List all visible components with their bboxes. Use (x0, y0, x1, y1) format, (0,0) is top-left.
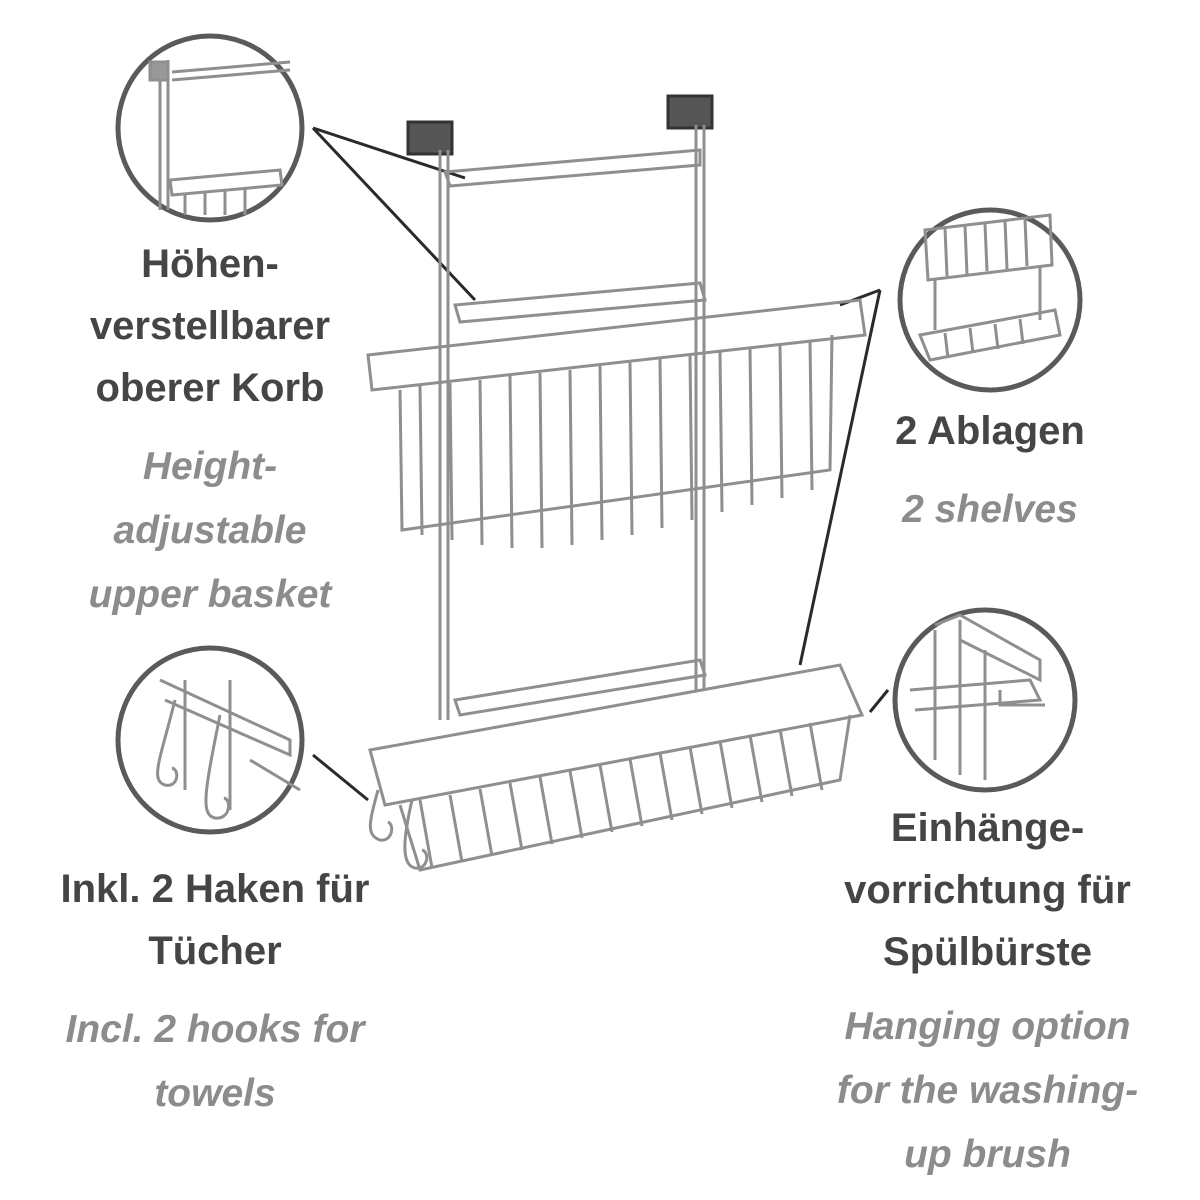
label-height-en: Height- adjustable upper basket (40, 435, 380, 627)
label-height-de-line-3: oberer Korb (95, 366, 325, 410)
label-hooks-de-line-1: Inkl. 2 Haken für (60, 867, 370, 911)
label-height-de-line-1: Höhen- (141, 242, 279, 286)
label-shelves-en: 2 shelves (860, 478, 1120, 542)
label-brush-en-line-3: up brush (904, 1133, 1071, 1176)
door-hook-left-icon (406, 120, 454, 156)
towel-hook-1-icon (368, 789, 394, 842)
detail-circle-hooks (115, 645, 305, 835)
label-hooks-de-line-2: Tücher (148, 929, 282, 973)
label-brush-de-line-2: vorrichtung für (844, 868, 1131, 912)
label-hooks-en-line-1: Incl. 2 hooks for (65, 1008, 365, 1051)
label-hooks-en-line-2: towels (154, 1072, 276, 1115)
pointer-line-shelves-2 (798, 289, 882, 666)
label-hooks-de: Inkl. 2 Haken für Tücher (20, 858, 410, 982)
label-height-en-line-3: upper basket (88, 573, 332, 616)
towel-hook-2-icon (403, 799, 429, 870)
label-shelves-de-line-1: 2 Ablagen (895, 409, 1085, 453)
label-brush-en-line-2: for the washing- (836, 1069, 1139, 1112)
rack (366, 94, 867, 872)
label-brush-en-line-1: Hanging option (844, 1005, 1131, 1048)
hooks-detail-icon (156, 678, 301, 820)
label-shelves-en-line-1: 2 shelves (902, 488, 1078, 531)
shelves-detail-icon (917, 213, 1062, 362)
label-height-de-line-2: verstellbarer (89, 304, 331, 348)
detail-circle-shelves (897, 207, 1083, 393)
label-brush-en: Hanging option for the washing- up brush (810, 995, 1165, 1187)
upper-basket-wires (418, 339, 814, 549)
pointer-line-hooks (312, 753, 369, 802)
brush-detail-icon (909, 613, 1045, 780)
lower-basket-wires (418, 722, 824, 869)
label-height-en-line-1: Height- (142, 445, 278, 488)
label-brush-de: Einhänge- vorrichtung für Spülbürste (820, 797, 1155, 983)
label-height-en-line-2: adjustable (113, 509, 307, 552)
label-shelves-de: 2 Ablagen (860, 400, 1120, 462)
door-hook-right-icon (666, 94, 714, 130)
label-brush-de-line-1: Einhänge- (890, 806, 1085, 850)
label-brush-de-line-3: Spülbürste (883, 930, 1092, 974)
detail-circle-height (115, 33, 305, 223)
label-height-de: Höhen- verstellbarer oberer Korb (40, 233, 380, 419)
pointer-line-brush (868, 689, 890, 713)
height-detail-icon (148, 60, 291, 215)
label-hooks-en: Incl. 2 hooks for towels (20, 998, 410, 1126)
